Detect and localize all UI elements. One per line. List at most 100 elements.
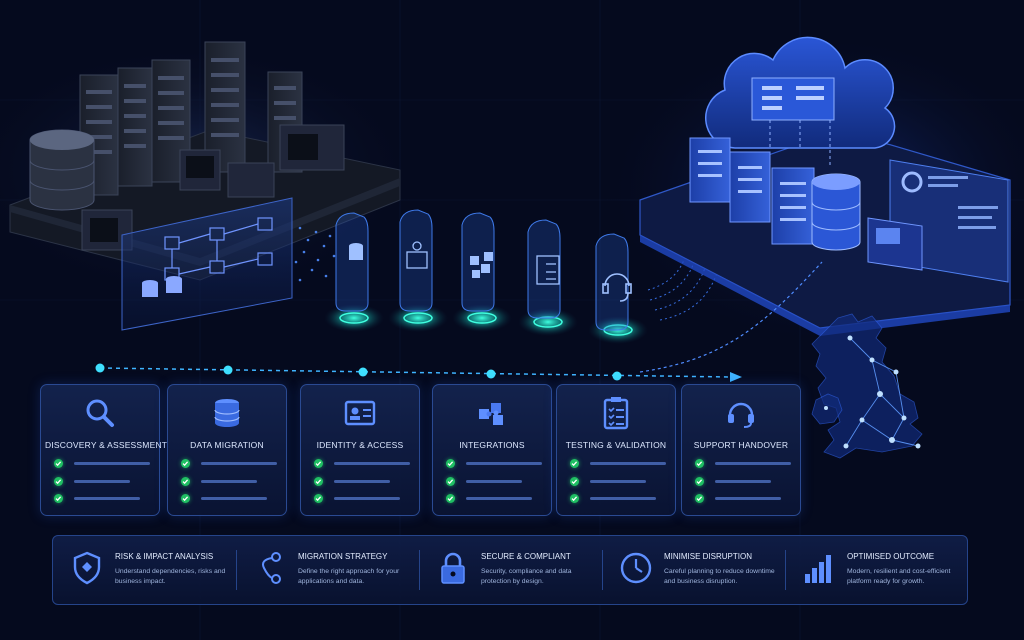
feature-title: OPTIMISED OUTCOME <box>847 552 935 561</box>
check-icon <box>570 459 579 468</box>
feature-title: MIGRATION STRATEGY <box>298 552 388 561</box>
feature-description: Security, compliance and data protection… <box>481 568 572 585</box>
check-icon <box>181 459 190 468</box>
check-icon <box>181 477 190 486</box>
placeholder-line <box>74 462 150 465</box>
step-title: SUPPORT HANDOVER <box>693 440 789 450</box>
step-card: DATA MIGRATION <box>167 384 287 516</box>
checklist-row <box>181 459 277 468</box>
check-icon <box>314 459 323 468</box>
checklist-row <box>181 477 257 486</box>
checklist-row <box>314 477 390 486</box>
divider <box>236 550 237 590</box>
checklist-row <box>314 459 410 468</box>
divider <box>785 550 786 590</box>
check-icon <box>570 477 579 486</box>
divider <box>602 550 603 590</box>
placeholder-line <box>590 497 656 500</box>
placeholder-line <box>74 497 140 500</box>
feature-description: Careful planning to reduce downtime and … <box>664 568 775 585</box>
placeholder-line <box>201 497 267 500</box>
check-icon <box>314 477 323 486</box>
on-premise-datacenter <box>9 41 401 331</box>
step-title: DISCOVERY & ASSESSMENT <box>45 440 168 450</box>
feature-description: Modern, resilient and cost-efficient pla… <box>847 568 951 585</box>
headset-icon <box>682 393 800 433</box>
timeline <box>95 363 742 382</box>
checklist-row <box>181 494 267 503</box>
placeholder-line <box>466 480 522 483</box>
placeholder-line <box>715 480 771 483</box>
step-title: IDENTITY & ACCESS <box>316 440 404 450</box>
check-icon <box>695 459 704 468</box>
feature-item: RISK & IMPACT ANALYSIS Understand depende… <box>53 536 236 604</box>
placeholder-line <box>715 497 781 500</box>
placeholder-line <box>590 480 646 483</box>
feature-item: MINIMISE DISRUPTION Careful planning to r… <box>602 536 785 604</box>
step-card: IDENTITY & ACCESS <box>300 384 420 516</box>
clock-icon <box>618 550 654 586</box>
placeholder-line <box>466 462 542 465</box>
check-icon <box>181 494 190 503</box>
puzzle-icon <box>433 393 551 433</box>
checklist-row <box>446 494 532 503</box>
step-card: TESTING & VALIDATION <box>556 384 676 516</box>
id-card-icon <box>301 393 419 433</box>
placeholder-line <box>590 462 666 465</box>
step-card: DISCOVERY & ASSESSMENT <box>40 384 168 516</box>
bar-chart-icon <box>801 550 837 586</box>
checklist-row <box>314 494 400 503</box>
feature-title: MINIMISE DISRUPTION <box>664 552 753 561</box>
step-card: INTEGRATIONS <box>432 384 552 516</box>
checklist-row <box>570 494 656 503</box>
uk-network-map <box>811 313 923 459</box>
feature-item: SECURE & COMPLIANT Security, compliance a… <box>419 536 602 604</box>
checklist-row <box>54 477 130 486</box>
feature-item: MIGRATION STRATEGY Define the right appro… <box>236 536 419 604</box>
placeholder-line <box>334 480 390 483</box>
route-icon <box>252 550 288 586</box>
step-title: DATA MIGRATION <box>190 440 264 450</box>
benefits-strip: RISK & IMPACT ANALYSIS Understand depende… <box>52 535 968 605</box>
padlock-icon <box>435 550 471 586</box>
check-icon <box>54 477 63 486</box>
clipboard-checklist-icon <box>557 393 675 433</box>
checklist-row <box>695 494 781 503</box>
feature-description: Define the right approach for your appli… <box>298 568 400 585</box>
check-icon <box>446 477 455 486</box>
check-icon <box>695 494 704 503</box>
check-icon <box>54 459 63 468</box>
feature-description: Understand dependencies, risks and busin… <box>115 568 226 585</box>
checklist-row <box>695 477 771 486</box>
feature-title: SECURE & COMPLIANT <box>481 552 571 561</box>
checklist-row <box>570 477 646 486</box>
divider <box>419 550 420 590</box>
placeholder-line <box>201 462 277 465</box>
feature-title: RISK & IMPACT ANALYSIS <box>115 552 214 561</box>
migration-pods <box>324 209 648 344</box>
placeholder-line <box>466 497 532 500</box>
checklist-row <box>695 459 791 468</box>
check-icon <box>314 494 323 503</box>
placeholder-line <box>201 480 257 483</box>
placeholder-line <box>334 462 410 465</box>
check-icon <box>446 494 455 503</box>
checklist-row <box>54 494 140 503</box>
cloud-platform <box>639 36 1011 336</box>
step-title: TESTING & VALIDATION <box>565 440 667 450</box>
placeholder-line <box>74 480 130 483</box>
checklist-row <box>446 459 542 468</box>
checklist-row <box>446 477 522 486</box>
check-icon <box>695 477 704 486</box>
shield-icon <box>69 550 105 586</box>
checklist-row <box>570 459 666 468</box>
step-card: SUPPORT HANDOVER <box>681 384 801 516</box>
checklist-row <box>54 459 150 468</box>
database-icon <box>168 393 286 433</box>
feature-item: OPTIMISED OUTCOME Modern, resilient and c… <box>785 536 968 604</box>
step-title: INTEGRATIONS <box>459 440 525 450</box>
check-icon <box>570 494 579 503</box>
placeholder-line <box>334 497 400 500</box>
check-icon <box>54 494 63 503</box>
